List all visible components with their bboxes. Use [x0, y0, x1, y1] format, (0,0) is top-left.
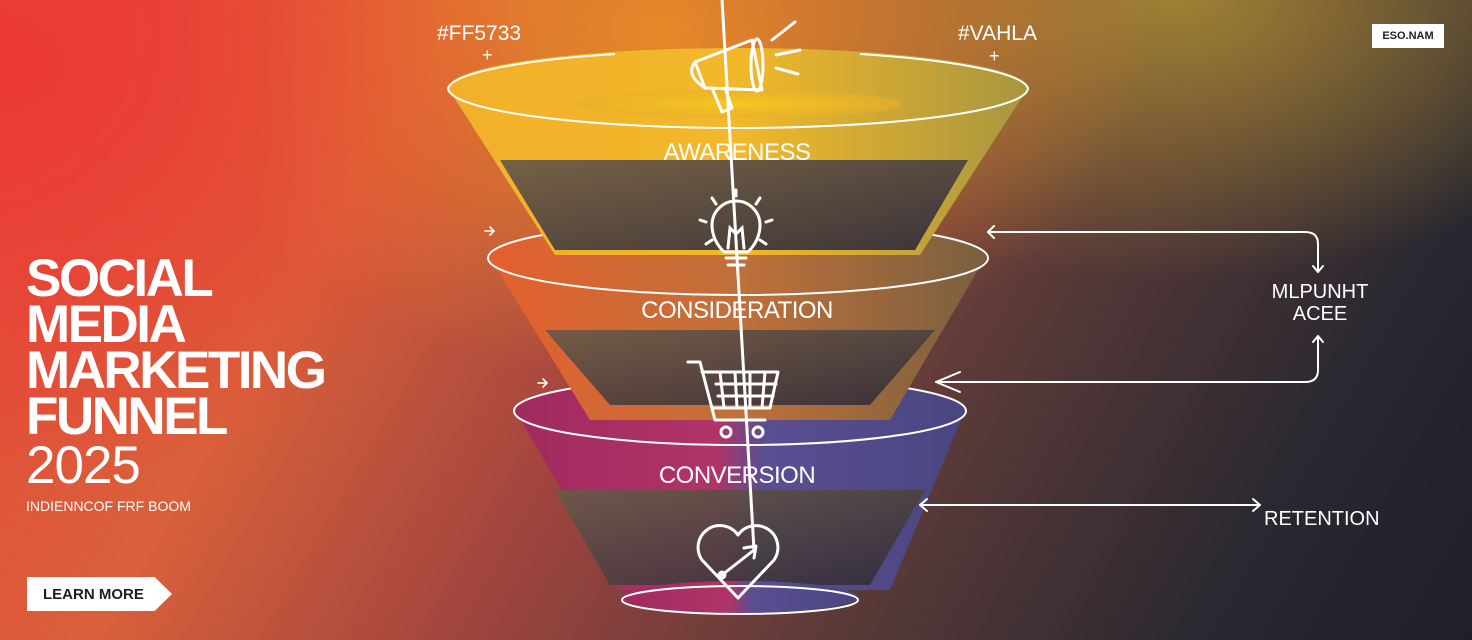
loop-label-line2: ACEE: [1292, 303, 1348, 325]
plus-icon: +: [989, 46, 1000, 66]
shopping-cart-icon: [686, 360, 780, 439]
learn-more-label: LEARN MORE: [43, 585, 144, 603]
hero-title-line: FUNNEL: [26, 387, 228, 446]
loop-label-line1: MLPUNHT: [1271, 281, 1369, 303]
heart-arrow-icon: [696, 0, 780, 600]
stage-label-conversion: CONVERSION: [658, 462, 816, 489]
hero-year: 2025: [26, 436, 141, 495]
hero-subtitle: INDIENNCOF FRF BOOM: [26, 498, 191, 514]
plus-icon: +: [482, 45, 493, 65]
retention-connector: [919, 498, 1261, 512]
stage-label-consideration: CONSIDERATION: [641, 297, 833, 324]
hero-title-line: SOCIAL: [26, 249, 214, 308]
stage-label-awareness: AWARENESS: [663, 139, 811, 166]
brand-badge[interactable]: ESO.NAM: [1372, 24, 1444, 48]
hero-title-line: MEDIA: [26, 295, 187, 354]
learn-more-button[interactable]: LEARN MORE: [27, 577, 172, 611]
left-hex-label: #FF5733: [437, 22, 522, 45]
retention-label: RETENTION: [1264, 508, 1380, 530]
loop-connector: [935, 225, 1324, 393]
right-hex-label: #VAHLA: [958, 22, 1037, 45]
hero-title-block: SOCIAL MEDIA MARKETING FUNNEL 2025 INDIE…: [26, 249, 327, 514]
hero-title-line: MARKETING: [26, 341, 327, 400]
loop-label: MLPUNHT ACEE: [1268, 281, 1372, 325]
left-arrows: [484, 226, 549, 388]
